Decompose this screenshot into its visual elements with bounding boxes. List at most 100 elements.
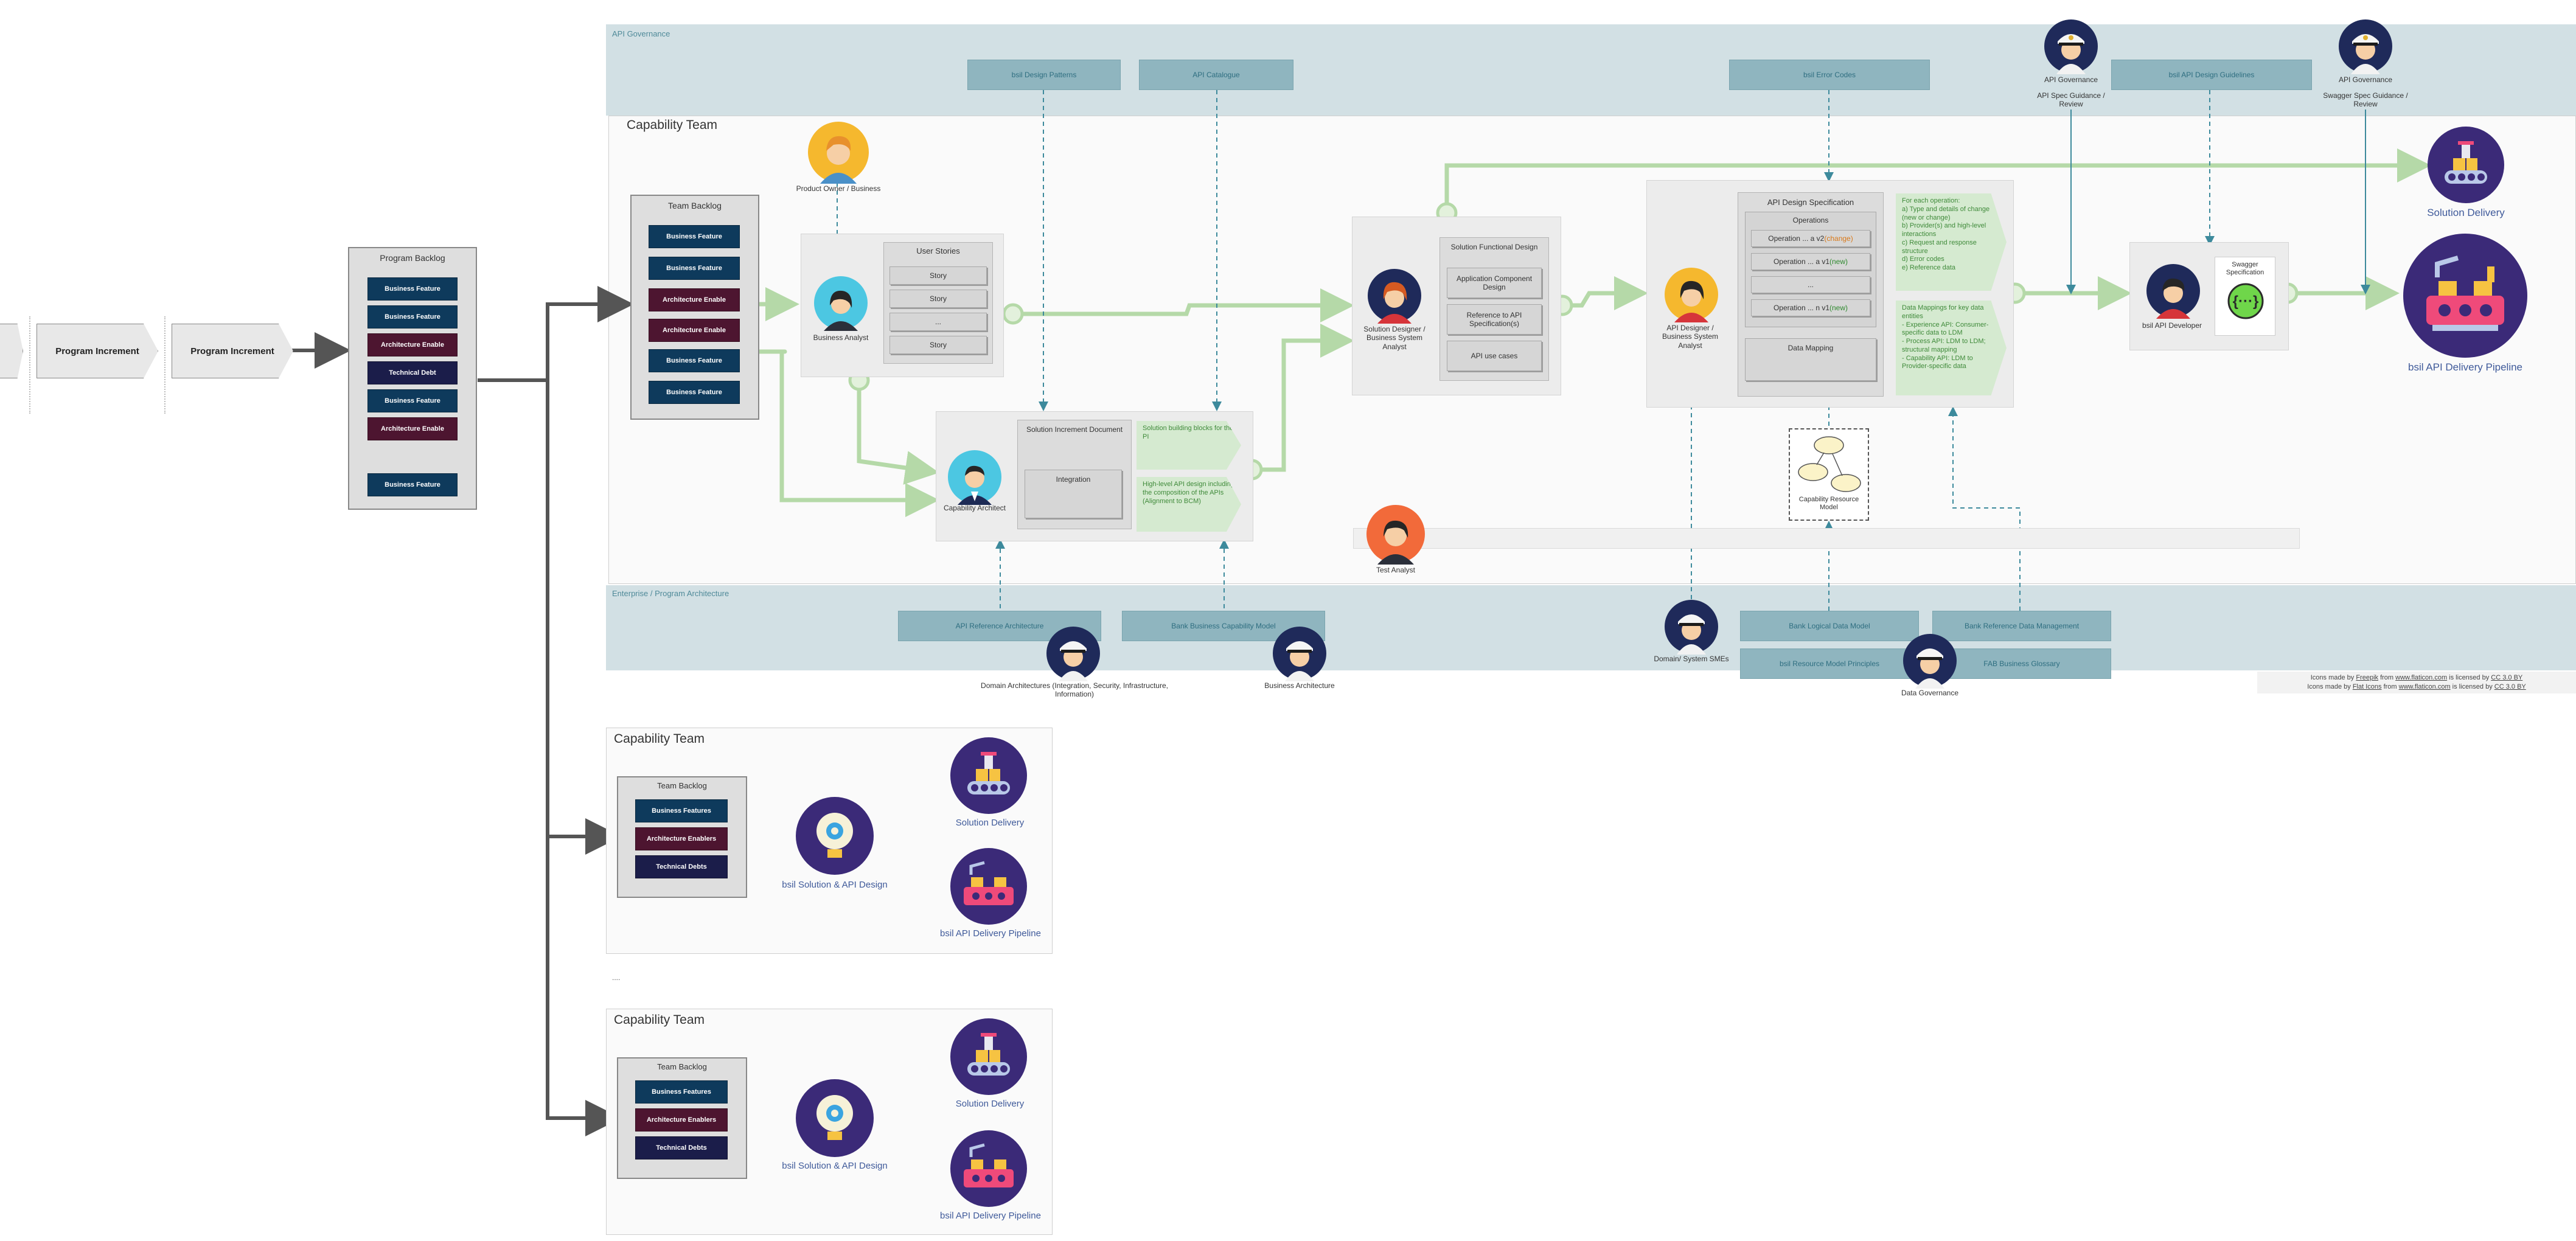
team-backlog-3-title: Team Backlog	[657, 1062, 707, 1071]
team-backlog-item: Architecture Enable	[649, 319, 740, 342]
solution-designer-label: Solution Designer / Business System Anal…	[1363, 325, 1426, 351]
team-backlog-2-title: Team Backlog	[657, 781, 707, 790]
program-backlog-item: Business Feature	[367, 277, 458, 301]
capability-resource-model-label: Capability Resource Model	[1798, 496, 1859, 512]
team-backlog-item: Business Feature	[649, 381, 740, 404]
data-governance-avatar	[1903, 634, 1957, 689]
divider	[164, 316, 165, 414]
note-line: c) Request and response structure	[1902, 238, 1977, 255]
domain-smes-label: Domain/ System SMEs	[1654, 655, 1729, 663]
api-developer-label: bsil API Developer	[2142, 321, 2202, 330]
ref-bsil-error-codes: bsil Error Codes	[1729, 60, 1930, 90]
api-delivery-pipeline-label: bsil API Delivery Pipeline	[940, 1211, 1041, 1221]
note-line: d) Error codes	[1902, 255, 1944, 263]
divider	[29, 316, 30, 414]
api-designer-label: API Designer / Business System Analyst	[1662, 324, 1719, 350]
governance-solid-connectors	[2066, 109, 2370, 294]
operation-text: ...	[1807, 280, 1814, 289]
note-solution-building-blocks: Solution building blocks for the PI	[1137, 421, 1241, 470]
swagger-icon: {···}	[2227, 283, 2264, 319]
resource-model-diagram	[1798, 436, 1861, 492]
operation-item: ...	[1751, 276, 1870, 293]
credit-author-link[interactable]: Flat Icons	[2352, 683, 2382, 690]
program-backlog-title: Program Backlog	[380, 253, 445, 263]
functional-design-card: Application Component Design	[1447, 268, 1542, 298]
capability-team-2-title: Capability Team	[614, 732, 705, 746]
team-backlog-item: Architecture Enable	[649, 288, 740, 311]
business-analyst-label: Business Analyst	[813, 333, 869, 342]
solution-api-design-label: bsil Solution & API Design	[782, 880, 888, 890]
api-governance-title-1: API Governance	[2044, 75, 2098, 84]
team-backlog-item: Business Feature	[649, 257, 740, 280]
ref-bank-logical-data-model: Bank Logical Data Model	[1740, 611, 1919, 641]
business-architecture-label: Business Architecture	[1264, 681, 1335, 690]
solution-api-design-icon	[796, 1079, 874, 1157]
team-backlog-item: Business Feature	[649, 349, 740, 372]
program-increment-partial	[0, 324, 23, 378]
operation-item: Operation ... a v2 (change)	[1751, 230, 1870, 247]
note-line: - Process API: LDM to LDM; structural ma…	[1902, 338, 1986, 353]
program-increment-1: Program Increment	[37, 324, 158, 378]
note-data-mappings: Data Mappings for key data entities - Ex…	[1896, 301, 2007, 395]
solution-delivery-icon	[950, 737, 1027, 814]
solution-api-design-label: bsil Solution & API Design	[782, 1161, 888, 1171]
icon-credits: Icons made by Freepik from www.flaticon.…	[2257, 672, 2576, 693]
api-delivery-pipeline-icon	[2403, 234, 2527, 358]
test-analyst-avatar	[1366, 505, 1425, 565]
solution-increment-title: Solution Increment Document	[1026, 425, 1123, 434]
swagger-label: Swagger Specification	[2226, 261, 2264, 277]
operation-tag: (change)	[1824, 234, 1853, 243]
note-line: e) Reference data	[1902, 264, 1956, 271]
business-architect-avatar	[1273, 627, 1326, 681]
program-backlog-item: Business Feature	[367, 389, 458, 412]
solution-functional-design-title: Solution Functional Design	[1450, 243, 1538, 251]
solution-designer-avatar	[1368, 269, 1421, 324]
note-line: a) Type and details of change (new or ch…	[1902, 205, 1990, 221]
api-governance-caption-2: Swagger Spec Guidance / Review	[2323, 91, 2408, 109]
api-governance-avatar	[2044, 19, 2098, 74]
ref-fab-business-glossary: FAB Business Glossary	[1932, 648, 2111, 679]
team-backlog-item: Architecture Enablers	[635, 827, 728, 850]
note-line: Data Mappings for key data entities	[1902, 304, 1984, 320]
domain-architectures-label: Domain Architectures (Integration, Secur…	[981, 681, 1168, 699]
user-stories-title: User Stories	[916, 246, 960, 255]
program-backlog-item: Architecture Enable	[367, 417, 458, 440]
capability-team-main-title: Capability Team	[627, 118, 718, 132]
product-owner-avatar	[808, 122, 869, 184]
story-card: Story	[889, 290, 987, 308]
operation-tag: (new)	[1829, 304, 1848, 312]
operation-item: Operation ... a v1 (new)	[1751, 253, 1870, 270]
solution-delivery-label: Solution Delivery	[2427, 207, 2505, 218]
ref-bsil-resource-model-principles: bsil Resource Model Principles	[1740, 648, 1919, 679]
team-backlog-item: Technical Debts	[635, 855, 728, 878]
program-flow-connectors	[292, 286, 634, 1136]
ref-api-catalogue: API Catalogue	[1139, 60, 1293, 90]
product-owner-label: Product Owner / Business	[796, 184, 881, 193]
operation-text: Operation ... a v1	[1773, 257, 1830, 266]
team-backlog-title: Team Backlog	[668, 201, 722, 210]
api-delivery-pipeline-label: bsil API Delivery Pipeline	[940, 928, 1041, 939]
solution-delivery-icon	[950, 1018, 1027, 1095]
credit-site-link[interactable]: www.flaticon.com	[2398, 683, 2451, 690]
domain-smes-avatar	[1665, 600, 1718, 655]
credit-author-link[interactable]: Freepik	[2356, 674, 2379, 681]
data-governance-label: Data Governance	[1901, 689, 1959, 697]
program-backlog-item: Business Feature	[367, 473, 458, 496]
program-increment-2: Program Increment	[172, 324, 293, 378]
api-delivery-pipeline-icon	[950, 1130, 1027, 1207]
solution-api-design-icon	[796, 797, 874, 875]
credit-site-link[interactable]: www.flaticon.com	[2395, 674, 2448, 681]
note-operations: For each operation: a) Type and details …	[1896, 193, 2007, 291]
note-line: For each operation:	[1902, 197, 1960, 204]
note-line: - Capability API: LDM to Provider-specif…	[1902, 354, 1973, 370]
domain-architect-avatar	[1046, 627, 1100, 681]
credit-license-link[interactable]: CC 3.0 BY	[2494, 683, 2526, 690]
credit-line: Icons made by Freepik from www.flaticon.…	[2310, 674, 2523, 681]
note-high-level-api-design: High-level API design including the comp…	[1137, 477, 1241, 532]
credit-license-link[interactable]: CC 3.0 BY	[2491, 674, 2523, 681]
data-mapping-card: Data Mapping	[1745, 338, 1876, 381]
swagger-specification: Swagger Specification {···}	[2215, 257, 2275, 336]
solution-delivery-icon	[2428, 127, 2504, 203]
test-analyst-label: Test Analyst	[1376, 566, 1416, 574]
